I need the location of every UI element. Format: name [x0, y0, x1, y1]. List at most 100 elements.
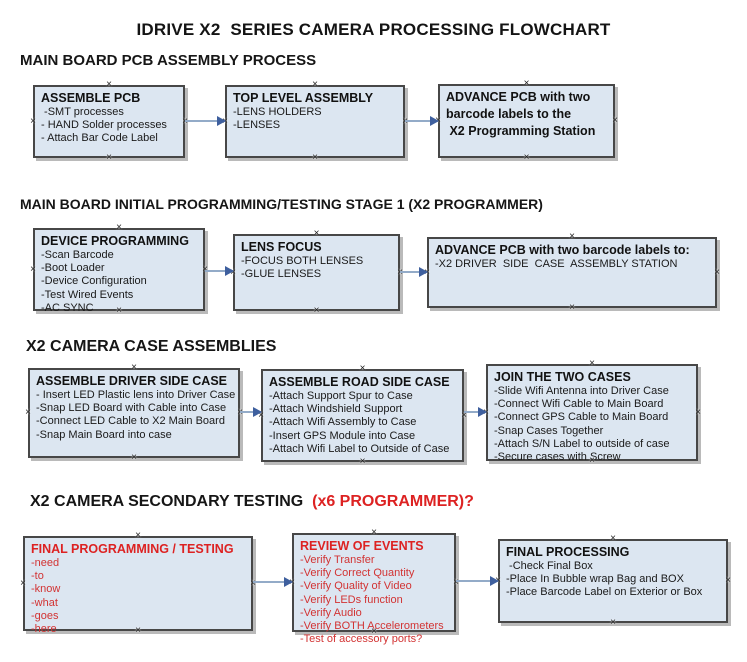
connector-handle-icon: ×: [237, 407, 243, 418]
box-item: -GLUE LENSES: [241, 268, 322, 281]
box-item: -Attach Wifi Assembly to Case: [269, 416, 417, 429]
arrow-head-icon: [225, 266, 234, 276]
section-heading-text: MAIN BOARD INITIAL PROGRAMMING/TESTING S…: [20, 196, 543, 212]
box-item: -here: [31, 623, 57, 636]
connector-handle-icon: ×: [135, 530, 141, 541]
box-item: -Verify BOTH Accelerometers: [300, 620, 444, 633]
connector-handle-icon: ×: [313, 228, 320, 239]
connector-handle-icon: ×: [610, 533, 616, 544]
flow-box-assemble-road-side-case: ASSEMBLE ROAD SIDE CASE-Attach Support S…: [258, 364, 467, 467]
box-item: -Connect LED Cable to X2 Main Board: [36, 415, 225, 428]
section-heading-text: X2 CAMERA CASE ASSEMBLIES: [26, 338, 277, 355]
box-item: -Attach Support Spur to Case: [269, 390, 413, 402]
connector-handle-icon: ×: [30, 263, 36, 275]
flow-box-top-level-assembly: TOP LEVEL ASSEMBLY-LENS HOLDERS-LENSES××…: [222, 80, 408, 163]
arrow-head-icon: [478, 407, 487, 417]
flow-arrow: [253, 577, 293, 587]
flow-arrow: [456, 576, 499, 586]
box-title: TOP LEVEL ASSEMBLY: [233, 91, 374, 105]
connector-handle-icon: ×: [312, 79, 318, 90]
box-item: -Verify Audio: [300, 606, 362, 619]
arrow-head-icon: [217, 116, 226, 126]
box-item: -goes: [31, 609, 59, 622]
flow-arrow: [240, 407, 262, 417]
box-title: FINAL PROCESSING: [506, 545, 630, 559]
box-item: -Attach S/N Label to outside of case: [494, 437, 670, 450]
box-item: -what: [31, 596, 58, 609]
box-item: barcode labels to the: [446, 107, 572, 121]
box-item: - Attach Bar Code Label: [41, 132, 158, 145]
box-item: -X2 DRIVER SIDE CASE ASSEMBLY STATION: [435, 258, 678, 270]
box-item: -AC SYNC: [41, 301, 94, 314]
box-item: -Attach Wifi Label to Outside of Case: [269, 442, 450, 455]
box-item: -Secure cases with Screw: [494, 451, 621, 464]
box-item: -Scan Barcode: [41, 249, 114, 261]
arrow-head-icon: [419, 267, 428, 277]
box-item: -Verify LEDs function: [300, 593, 403, 606]
flow-box-advance-pcb-driver-side: ADVANCE PCB with two barcode labels to:-…: [424, 232, 720, 313]
box-title: ASSEMBLE PCB: [41, 91, 141, 105]
box-item: -LENSES: [233, 119, 281, 132]
connector-handle-icon: ×: [523, 78, 530, 89]
connector-handle-icon: ×: [569, 302, 575, 313]
connector-handle-icon: ×: [131, 452, 137, 463]
connector-handle-icon: ×: [371, 527, 377, 538]
box-item: X2 Programming Station: [446, 124, 596, 138]
connector-handle-icon: ×: [250, 577, 256, 589]
box-title: DEVICE PROGRAMMING: [41, 234, 189, 248]
box-title: ASSEMBLE ROAD SIDE CASE: [269, 375, 450, 389]
box-item: -Place In Bubble wrap Bag and BOX: [506, 573, 684, 586]
box-title: JOIN THE TWO CASES: [494, 370, 631, 384]
flow-box-join-the-two-cases: JOIN THE TWO CASES-Slide Wifi Antenna in…: [483, 359, 701, 466]
box-title: ASSEMBLE DRIVER SIDE CASE: [36, 374, 228, 388]
flow-box-assemble-pcb: ASSEMBLE PCB -SMT processes- HAND Solder…: [30, 80, 188, 163]
box-item: -Check Final Box: [506, 560, 593, 572]
flow-box-assemble-driver-side-case: ASSEMBLE DRIVER SIDE CASE- Insert LED Pl…: [25, 363, 243, 463]
flow-box-device-programming: DEVICE PROGRAMMING-Scan Barcode-Boot Loa…: [30, 223, 208, 316]
box-item: -LENS HOLDERS: [233, 106, 322, 118]
box-item: -Verify Transfer: [300, 554, 375, 566]
flow-box-lens-focus: LENS FOCUS-FOCUS BOTH LENSES-GLUE LENSES…: [230, 229, 403, 316]
section-heading-case-assemblies: X2 CAMERA CASE ASSEMBLIES: [26, 338, 276, 356]
connector-handle-icon: ×: [610, 617, 616, 628]
box-item: -Device Configuration: [41, 275, 147, 288]
flow-box-review-of-events: REVIEW OF EVENTS-Verify Transfer-Verify …: [289, 528, 459, 646]
box-item: - HAND Solder processes: [41, 119, 167, 132]
box-item: -Place Barcode Label on Exterior or Box: [506, 586, 703, 599]
flow-arrow: [400, 267, 428, 277]
connector-handle-icon: ×: [20, 577, 26, 589]
box-item: -need: [31, 557, 60, 569]
box-item: -FOCUS BOTH LENSES: [241, 255, 364, 267]
box-item: -Verify Quality of Video: [300, 580, 412, 593]
box-title: FINAL PROGRAMMING / TESTING: [31, 542, 234, 556]
arrow-head-icon: [284, 577, 293, 587]
flow-box-final-processing: FINAL PROCESSING -Check Final Box-Place …: [495, 534, 731, 628]
box-item: -Test of accessory ports?: [300, 633, 423, 646]
box-title: ADVANCE PCB with two barcode labels to:: [435, 243, 690, 257]
connector-handle-icon: ×: [453, 576, 459, 588]
connector-handle-icon: ×: [106, 79, 112, 90]
connector-handle-icon: ×: [612, 115, 618, 126]
box-item: -Verify Correct Quantity: [300, 567, 415, 580]
connector-handle-icon: ×: [116, 222, 122, 233]
arrow-head-icon: [490, 576, 499, 586]
box-item: - Insert LED Plastic lens into Driver Ca…: [36, 389, 236, 401]
page-title: IDRIVE X2 SERIES CAMERA PROCESSING FLOWC…: [136, 20, 611, 39]
arrow-head-icon: [430, 116, 439, 126]
section-heading-red-text: (x6 PROGRAMMER)?: [312, 493, 474, 510]
box-item: -Slide Wifi Antenna into Driver Case: [494, 385, 669, 397]
flow-arrow: [205, 266, 234, 276]
connector-handle-icon: ×: [131, 362, 137, 373]
box-item: -to: [31, 570, 44, 583]
box-item: -know: [31, 583, 61, 596]
connector-handle-icon: ×: [695, 406, 701, 418]
flow-arrow: [185, 116, 226, 126]
connector-handle-icon: ×: [30, 115, 36, 127]
connector-handle-icon: ×: [714, 266, 720, 278]
connector-handle-icon: ×: [523, 152, 530, 163]
connector-handle-icon: ×: [106, 152, 112, 163]
section-heading-pcb-assembly: MAIN BOARD PCB ASSEMBLY PROCESS: [20, 52, 316, 69]
box-item: -Test Wired Events: [41, 288, 134, 301]
